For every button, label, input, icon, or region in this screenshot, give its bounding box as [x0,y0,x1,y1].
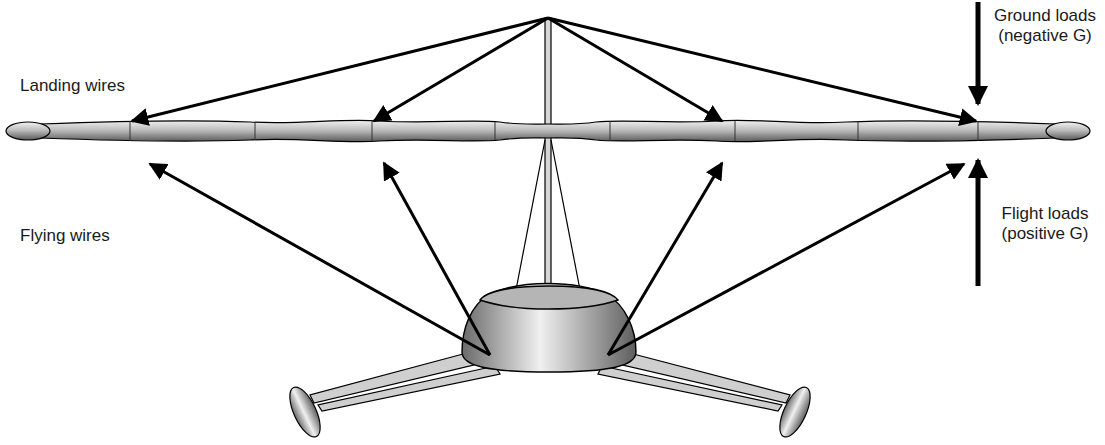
wing [6,120,1090,142]
callout-label: Flight loads (positive G) [992,204,1098,244]
callout-label: Landing wires [20,76,160,96]
landing-wires [132,18,976,121]
cockpit-pod [462,284,636,373]
load-arrows [976,2,981,286]
struts [515,18,581,300]
callout-label: Ground loads (negative G) [992,6,1098,46]
callout-label: Flying wires [20,226,160,246]
flying-wires [150,163,964,355]
